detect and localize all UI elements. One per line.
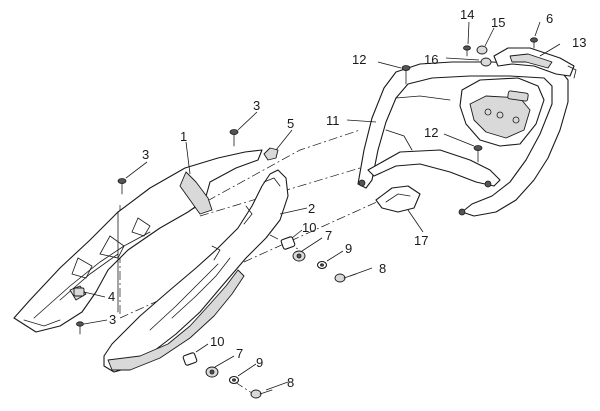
washer-9-lower <box>228 375 240 385</box>
callout-10: 10 <box>210 334 224 349</box>
callout-5: 5 <box>287 116 294 131</box>
callout-4: 4 <box>108 289 115 304</box>
bolt-8-lower <box>250 389 273 399</box>
callout-numbers: 1 2 3 3 3 4 5 6 7 7 8 8 9 9 10 10 11 12 … <box>108 7 586 390</box>
callout-7: 7 <box>236 346 243 361</box>
washer-9-upper <box>316 260 328 270</box>
screw-14 <box>463 45 471 57</box>
callout-17: 17 <box>414 233 428 248</box>
callout-3: 3 <box>109 312 116 327</box>
callout-11: 11 <box>326 113 340 128</box>
callout-3: 3 <box>253 98 260 113</box>
callout-10: 10 <box>302 220 316 235</box>
spacer-15 <box>476 45 488 55</box>
callout-9: 9 <box>256 355 263 370</box>
callout-6: 6 <box>546 11 553 26</box>
callout-15: 15 <box>491 15 505 30</box>
clip-4 <box>73 287 85 297</box>
callout-16: 16 <box>424 52 438 67</box>
fasteners <box>73 37 538 399</box>
grommet-7-upper <box>292 250 306 262</box>
screw-3-upper <box>229 129 239 147</box>
bolt-12-middle <box>473 145 483 163</box>
screw-3-bottom <box>76 321 84 335</box>
screw-3-top <box>117 178 127 195</box>
leader-lines <box>83 21 561 391</box>
callout-9: 9 <box>345 241 352 256</box>
callout-13: 13 <box>572 35 586 50</box>
small-plate <box>375 185 421 213</box>
callout-14: 14 <box>460 7 474 22</box>
callout-3: 3 <box>142 147 149 162</box>
clip-nut-5 <box>263 147 279 161</box>
callout-8: 8 <box>287 375 294 390</box>
right-side-fairing <box>103 169 289 373</box>
rear-grab-rail <box>357 61 569 217</box>
bolt-8-upper <box>334 273 357 283</box>
callout-12: 12 <box>352 52 366 67</box>
callout-2: 2 <box>308 201 315 216</box>
grommet-7-lower <box>205 366 219 378</box>
callout-12: 12 <box>424 125 438 140</box>
spacer-10-lower <box>182 352 198 366</box>
cover-bracket <box>493 47 577 79</box>
spacer-10-upper <box>280 236 296 250</box>
callout-1: 1 <box>180 129 187 144</box>
callout-7: 7 <box>325 228 332 243</box>
bush-16 <box>480 57 492 67</box>
callout-8: 8 <box>379 261 386 276</box>
bolt-12-top <box>401 65 411 85</box>
screw-6 <box>530 37 538 49</box>
